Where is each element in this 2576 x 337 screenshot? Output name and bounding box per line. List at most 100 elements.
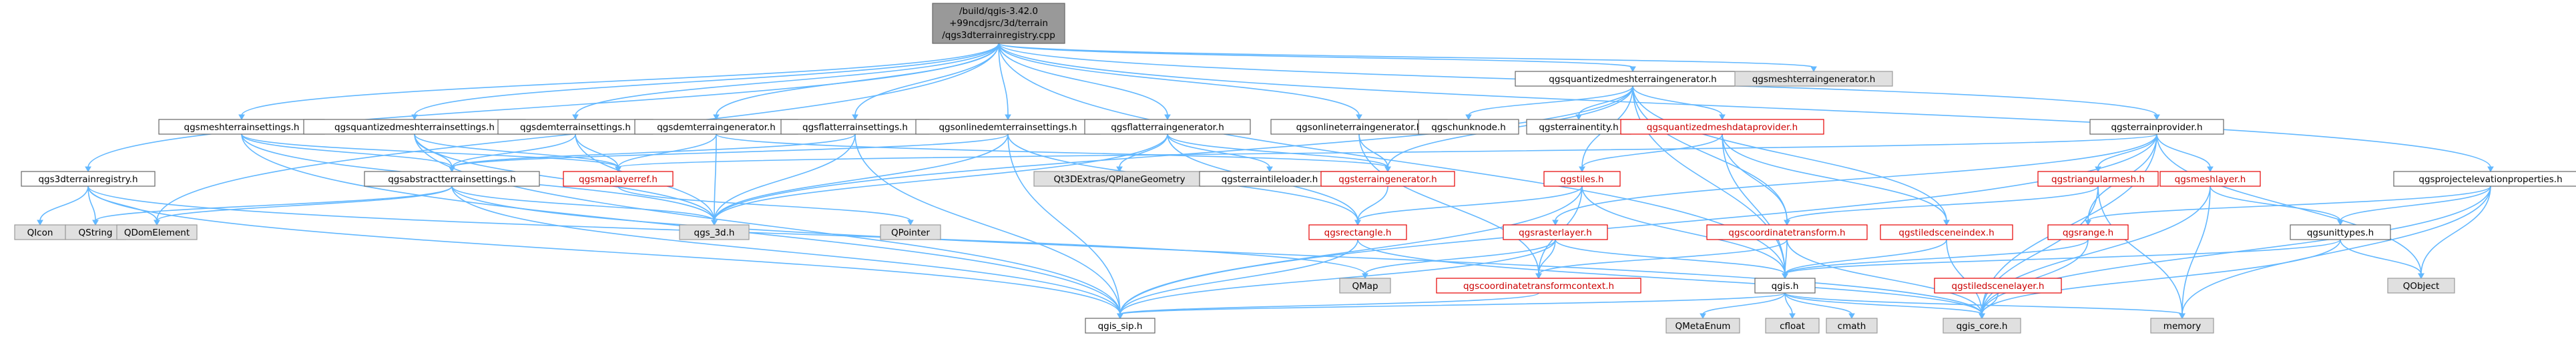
node-qgs3dterrainregistry-h[interactable]: qgs3dterrainregistry.h — [21, 171, 156, 187]
edge-qgsonlinedemterrainsettings_h-to-qgsabstractterrainsettings_h — [449, 133, 1009, 173]
node-label: cfloat — [1780, 321, 1805, 332]
node-qgsmeshterraingenerator-h[interactable]: qgsmeshterraingenerator.h — [1734, 71, 1893, 87]
node-box — [2387, 278, 2455, 294]
arrowhead — [2085, 220, 2091, 226]
node-label: qgs3dterrainregistry.h — [38, 174, 138, 185]
arrowhead — [1535, 273, 1542, 280]
edge-qgsprojectelevationproperties_h-to-qgsrange_h — [2085, 186, 2491, 226]
node-box — [1436, 278, 1641, 294]
node-qgstiledscenelayer-h[interactable]: qgstiledscenelayer.h — [1934, 278, 2062, 294]
node-box — [2037, 171, 2159, 187]
node-cfloat[interactable]: cfloat — [1765, 318, 1820, 334]
node-memory[interactable]: memory — [2150, 318, 2214, 334]
node-qgstriangularmesh-h[interactable]: qgstriangularmesh.h — [2037, 171, 2159, 187]
node-label: qgis.h — [1772, 281, 1799, 292]
node-qgs-3d-h[interactable]: qgs_3d.h — [679, 224, 750, 240]
node-qgsonlineterraingenerator-h[interactable]: qgsonlineterraingenerator.h — [1270, 119, 1448, 135]
node-label: qgsquantizedmeshterrainsettings.h — [334, 122, 495, 133]
node-label: qgsquantizedmeshdataprovider.h — [1647, 122, 1798, 133]
node-box — [21, 171, 156, 187]
node-label: qgsterraintileloader.h — [1222, 174, 1318, 185]
node-box — [932, 3, 1065, 44]
edge-layer — [37, 43, 2494, 320]
node-qgsquantizedmeshterrainsettings-h[interactable]: qgsquantizedmeshterrainsettings.h — [303, 119, 526, 135]
node-label: QObject — [2403, 281, 2440, 292]
node-qgsquantizedmeshdataprovider-h[interactable]: qgsquantizedmeshdataprovider.h — [1620, 119, 1824, 135]
arrowhead — [1164, 114, 1171, 121]
arrowhead — [852, 114, 858, 121]
node-cmath[interactable]: cmath — [1826, 318, 1878, 334]
node-box — [116, 224, 198, 240]
node-qgsrectangle-h[interactable]: qgsrectangle.h — [1308, 224, 1407, 240]
node-label: qgsunittypes.h — [2307, 228, 2374, 238]
edge-qgsabstractterrainsettings_h-to-QString — [92, 186, 453, 226]
node-qgschunknode-h[interactable]: qgschunknode.h — [1418, 119, 1519, 135]
node-Qt3DExtras-QPlaneGeometry[interactable]: Qt3DExtras/QPlaneGeometry — [1033, 171, 1206, 187]
node-label: QMap — [1352, 281, 1378, 292]
node-box — [2159, 171, 2261, 187]
edge-qgsabstractterrainsettings_h-to-qgs_3d_h — [451, 186, 718, 226]
node-box — [1543, 171, 1621, 187]
node-label: qgsterraingenerator.h — [1338, 174, 1437, 185]
edge-qgis_h-to-cfloat — [1784, 292, 1796, 320]
node-qgsabstractterrainsettings-h[interactable]: qgsabstractterrainsettings.h — [364, 171, 540, 187]
node-label: cmath — [1838, 321, 1866, 332]
node-label: qgsterrainentity.h — [1539, 122, 1618, 133]
root-label-line: /qgs3dterrainregistry.cpp — [942, 30, 1055, 41]
edge-root-to-qgsdemterraingenerator_h — [713, 43, 999, 121]
node-QDomElement[interactable]: QDomElement — [116, 224, 198, 240]
node-qgsterrainprovider-h[interactable]: qgsterrainprovider.h — [2089, 119, 2224, 135]
node-root[interactable]: /build/qgis-3.42.0+99ncdjsrc/3d/terrain/… — [932, 3, 1065, 44]
node-box — [1826, 318, 1878, 334]
node-QIcon[interactable]: QIcon — [14, 224, 66, 240]
node-label: qgscoordinatetransform.h — [1728, 228, 1845, 238]
node-qgscoordinatetransform-h[interactable]: qgscoordinatetransform.h — [1706, 224, 1868, 240]
arrowhead — [238, 114, 245, 121]
node-QObject[interactable]: QObject — [2387, 278, 2455, 294]
arrowhead — [572, 114, 579, 121]
node-qgsterrainentity-h[interactable]: qgsterrainentity.h — [1526, 119, 1631, 135]
arrowhead — [2179, 313, 2185, 320]
node-qgsunittypes-h[interactable]: qgsunittypes.h — [2290, 224, 2391, 240]
node-qgsquantizedmeshterraingenerator-h[interactable]: qgsquantizedmeshterraingenerator.h — [1515, 71, 1751, 87]
node-qgis-h[interactable]: qgis.h — [1754, 278, 1816, 294]
node-qgsmaplayerref-h[interactable]: qgsmaplayerref.h — [563, 171, 674, 187]
node-layer: /build/qgis-3.42.0+99ncdjsrc/3d/terrain/… — [14, 3, 2576, 334]
node-qgsrasterlayer-h[interactable]: qgsrasterlayer.h — [1503, 224, 1608, 240]
edge-qgsquantizedmeshdataprovider_h-to-qgstiles_h — [1579, 133, 1723, 173]
arrowhead — [1384, 166, 1391, 173]
node-QString[interactable]: QString — [65, 224, 126, 240]
node-qgsflatterrainsettings-h[interactable]: qgsflatterrainsettings.h — [780, 119, 930, 135]
edge-qgscoordinatetransform_h-to-qgscoordinatetransformcontext_h — [1535, 239, 1788, 280]
node-qgsdemterrainsettings-h[interactable]: qgsdemterrainsettings.h — [497, 119, 654, 135]
arrowhead — [2153, 114, 2160, 121]
node-QMetaEnum[interactable]: QMetaEnum — [1665, 318, 1740, 334]
node-qgsterraingenerator-h[interactable]: qgsterraingenerator.h — [1320, 171, 1455, 187]
node-label: qgsquantizedmeshterraingenerator.h — [1549, 74, 1717, 85]
node-QPointer[interactable]: QPointer — [880, 224, 941, 240]
node-qgsrange-h[interactable]: qgsrange.h — [2047, 224, 2129, 240]
node-qgsflatterraingenerator-h[interactable]: qgsflatterraingenerator.h — [1084, 119, 1251, 135]
node-qgsprojectelevationproperties-h[interactable]: qgsprojectelevationproperties.h — [2393, 171, 2576, 187]
node-qgis-sip-h[interactable]: qgis_sip.h — [1085, 318, 1155, 334]
node-qgsonlinedemterrainsettings-h[interactable]: qgsonlinedemterrainsettings.h — [915, 119, 1101, 135]
edge-root-to-qgsflatterraingenerator_h — [998, 43, 1171, 121]
node-label: qgsrange.h — [2063, 228, 2113, 238]
edge-root-to-qgsonlinedemterrainsettings_h — [998, 43, 1011, 121]
edge-qgsabstractterrainsettings_h-to-QDomElement — [154, 186, 453, 226]
node-qgis-core-h[interactable]: qgis_core.h — [1943, 318, 2021, 334]
node-qgsmeshlayer-h[interactable]: qgsmeshlayer.h — [2159, 171, 2261, 187]
node-label: qgsrasterlayer.h — [1519, 228, 1592, 238]
edge-qgsflatterraingenerator_h-to-qgsterraintileloader_h — [1167, 133, 1273, 173]
node-qgsdemterraingenerator-h[interactable]: qgsdemterraingenerator.h — [634, 119, 798, 135]
node-qgscoordinatetransformcontext-h[interactable]: qgscoordinatetransformcontext.h — [1436, 278, 1641, 294]
node-qgsmeshterrainsettings-h[interactable]: qgsmeshterrainsettings.h — [158, 119, 325, 135]
node-QMap[interactable]: QMap — [1339, 278, 1391, 294]
node-qgsterraintileloader-h[interactable]: qgsterraintileloader.h — [1199, 171, 1340, 187]
edge-root-to-qgsonlineterraingenerator_h — [998, 43, 1362, 121]
node-qgstiles-h[interactable]: qgstiles.h — [1543, 171, 1621, 187]
node-qgstiledsceneindex-h[interactable]: qgstiledsceneindex.h — [1880, 224, 2013, 240]
node-box — [1418, 119, 1519, 135]
node-label: qgsmeshterraingenerator.h — [1752, 74, 1876, 85]
